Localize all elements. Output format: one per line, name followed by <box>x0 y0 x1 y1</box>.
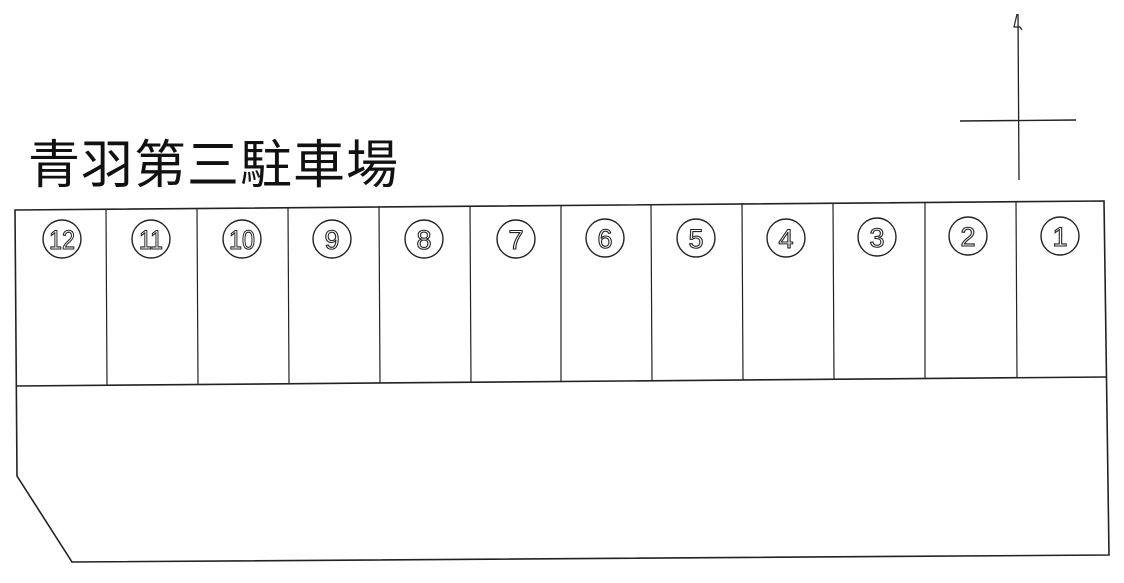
stall-3: 3 <box>857 217 897 257</box>
stall-number-label: 5 <box>688 224 703 254</box>
stall-number-label: 7 <box>508 225 523 255</box>
stall-5: 5 <box>676 218 716 258</box>
stall-12: 12 <box>42 219 82 259</box>
stall-number-label: 10 <box>229 225 255 255</box>
stall-8: 8 <box>404 219 444 259</box>
page-title: 青羽第三駐車場 <box>28 136 400 196</box>
stall-9: 9 <box>312 219 352 259</box>
stall-6: 6 <box>585 218 625 258</box>
stall-11: 11 <box>131 219 171 259</box>
stall-number-label: 12 <box>49 225 75 255</box>
lot-boundary <box>14 200 1110 563</box>
stall-2: 2 <box>948 216 988 256</box>
stall-number-label: 3 <box>869 223 884 253</box>
stall-number-label: 4 <box>778 224 793 254</box>
stall-baseline <box>15 376 1107 387</box>
stall-dividers <box>105 200 1018 386</box>
stall-number-label: 9 <box>324 225 339 255</box>
stall-number-label: 11 <box>139 225 163 255</box>
stall-10: 10 <box>222 219 262 259</box>
stall-number-label: 2 <box>960 222 975 252</box>
stall-1: 1 <box>1040 216 1080 256</box>
north-arrow-icon <box>959 13 1077 181</box>
stall-number-label: 8 <box>416 225 431 255</box>
stall-number-label: 1 <box>1052 222 1067 252</box>
stall-number-label: 6 <box>597 224 612 254</box>
stall-4: 4 <box>766 218 806 258</box>
stall-7: 7 <box>496 219 536 259</box>
